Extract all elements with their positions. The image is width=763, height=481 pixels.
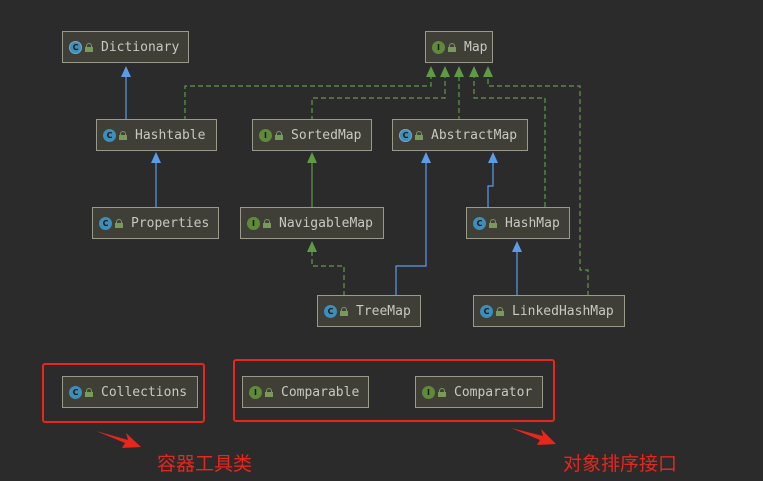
lock-icon [415, 131, 423, 140]
implements-edges [184, 76, 589, 296]
interface-icon: I [422, 385, 435, 399]
caption-container-tools: 容器工具类 [157, 453, 253, 475]
node-sortedmap[interactable]: I SortedMap [252, 119, 372, 151]
node-hashmap[interactable]: C HashMap [466, 207, 570, 239]
node-label: HashMap [505, 215, 560, 231]
node-label: Comparable [281, 384, 360, 400]
node-comparator[interactable]: I Comparator [415, 376, 543, 408]
lock-icon [115, 219, 123, 228]
node-label: LinkedHashMap [512, 303, 614, 319]
node-label: TreeMap [356, 303, 411, 319]
class-icon: C [399, 128, 412, 142]
node-label: SortedMap [291, 127, 362, 143]
lock-icon [263, 219, 271, 228]
class-icon: C [69, 40, 82, 54]
node-navigablemap[interactable]: I NavigableMap [240, 207, 384, 239]
class-icon: C [324, 304, 337, 318]
node-linkedhashmap[interactable]: C LinkedHashMap [473, 295, 625, 327]
lock-icon [340, 307, 348, 316]
node-hashtable[interactable]: C Hashtable [96, 119, 217, 151]
extends-arrowheads [121, 66, 522, 252]
node-map[interactable]: I Map [425, 31, 493, 63]
highlight-box-sort-interfaces [233, 359, 555, 422]
annotation-arrows [96, 428, 556, 448]
node-label: Collections [101, 384, 188, 400]
implements-arrowheads [307, 66, 493, 252]
node-label: Map [464, 39, 488, 55]
node-label: Properties [131, 215, 210, 231]
class-icon: C [69, 385, 82, 399]
interface-icon: I [249, 385, 262, 399]
lock-icon [85, 388, 93, 397]
class-icon: C [103, 128, 116, 142]
lock-icon [448, 43, 456, 52]
node-label: Dictionary [101, 39, 180, 55]
highlight-box-container-tools [42, 363, 205, 423]
node-abstractmap[interactable]: C AbstractMap [392, 119, 528, 151]
node-label: AbstractMap [431, 127, 518, 143]
node-properties[interactable]: C Properties [92, 207, 219, 239]
lock-icon [275, 131, 283, 140]
node-treemap[interactable]: C TreeMap [317, 295, 421, 327]
lock-icon [496, 307, 504, 316]
interface-icon: I [247, 216, 260, 230]
node-dictionary[interactable]: C Dictionary [62, 31, 189, 63]
class-icon: C [99, 216, 112, 230]
node-label: Hashtable [135, 127, 206, 143]
node-comparable[interactable]: I Comparable [242, 376, 369, 408]
node-label: NavigableMap [279, 215, 373, 231]
lock-icon [438, 388, 446, 397]
node-label: Comparator [454, 384, 533, 400]
lock-icon [489, 219, 497, 228]
extends-edges [125, 76, 518, 296]
interface-icon: I [432, 40, 445, 54]
interface-icon: I [259, 128, 272, 142]
class-icon: C [473, 216, 486, 230]
caption-object-sort-interfaces: 对象排序接口 [563, 453, 678, 475]
class-icon: C [480, 304, 493, 318]
lock-icon [85, 43, 93, 52]
lock-icon [119, 131, 127, 140]
node-collections[interactable]: C Collections [62, 376, 198, 408]
lock-icon [265, 388, 273, 397]
